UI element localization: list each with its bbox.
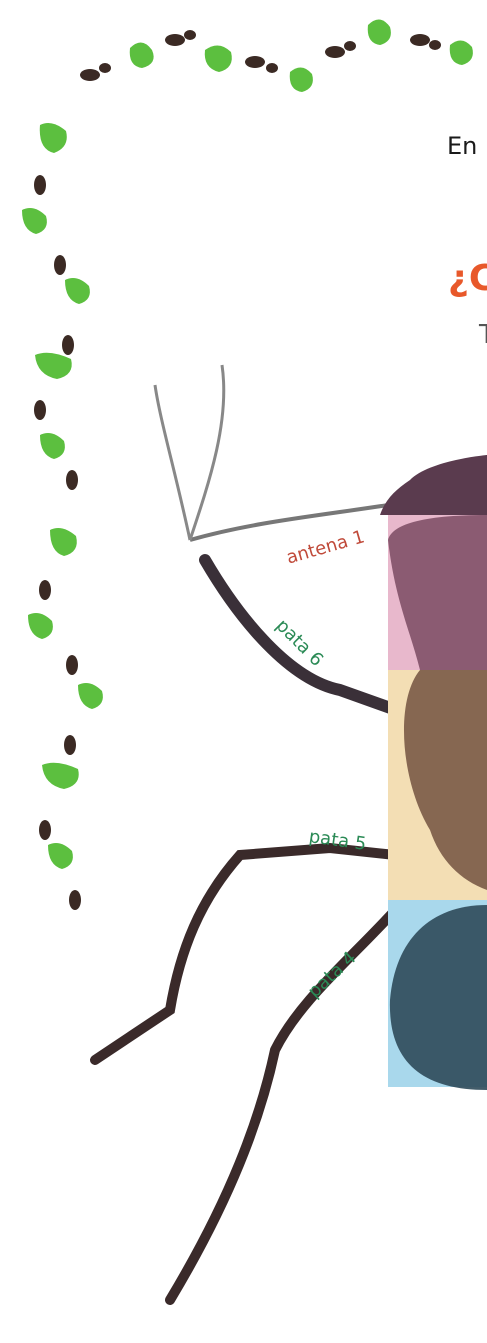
intro-text: En <box>447 132 477 160</box>
leaf-icon <box>22 123 103 869</box>
section-heading: ¿C <box>448 258 487 299</box>
ant-border-left <box>0 0 120 920</box>
section-subtext: T <box>479 320 487 350</box>
